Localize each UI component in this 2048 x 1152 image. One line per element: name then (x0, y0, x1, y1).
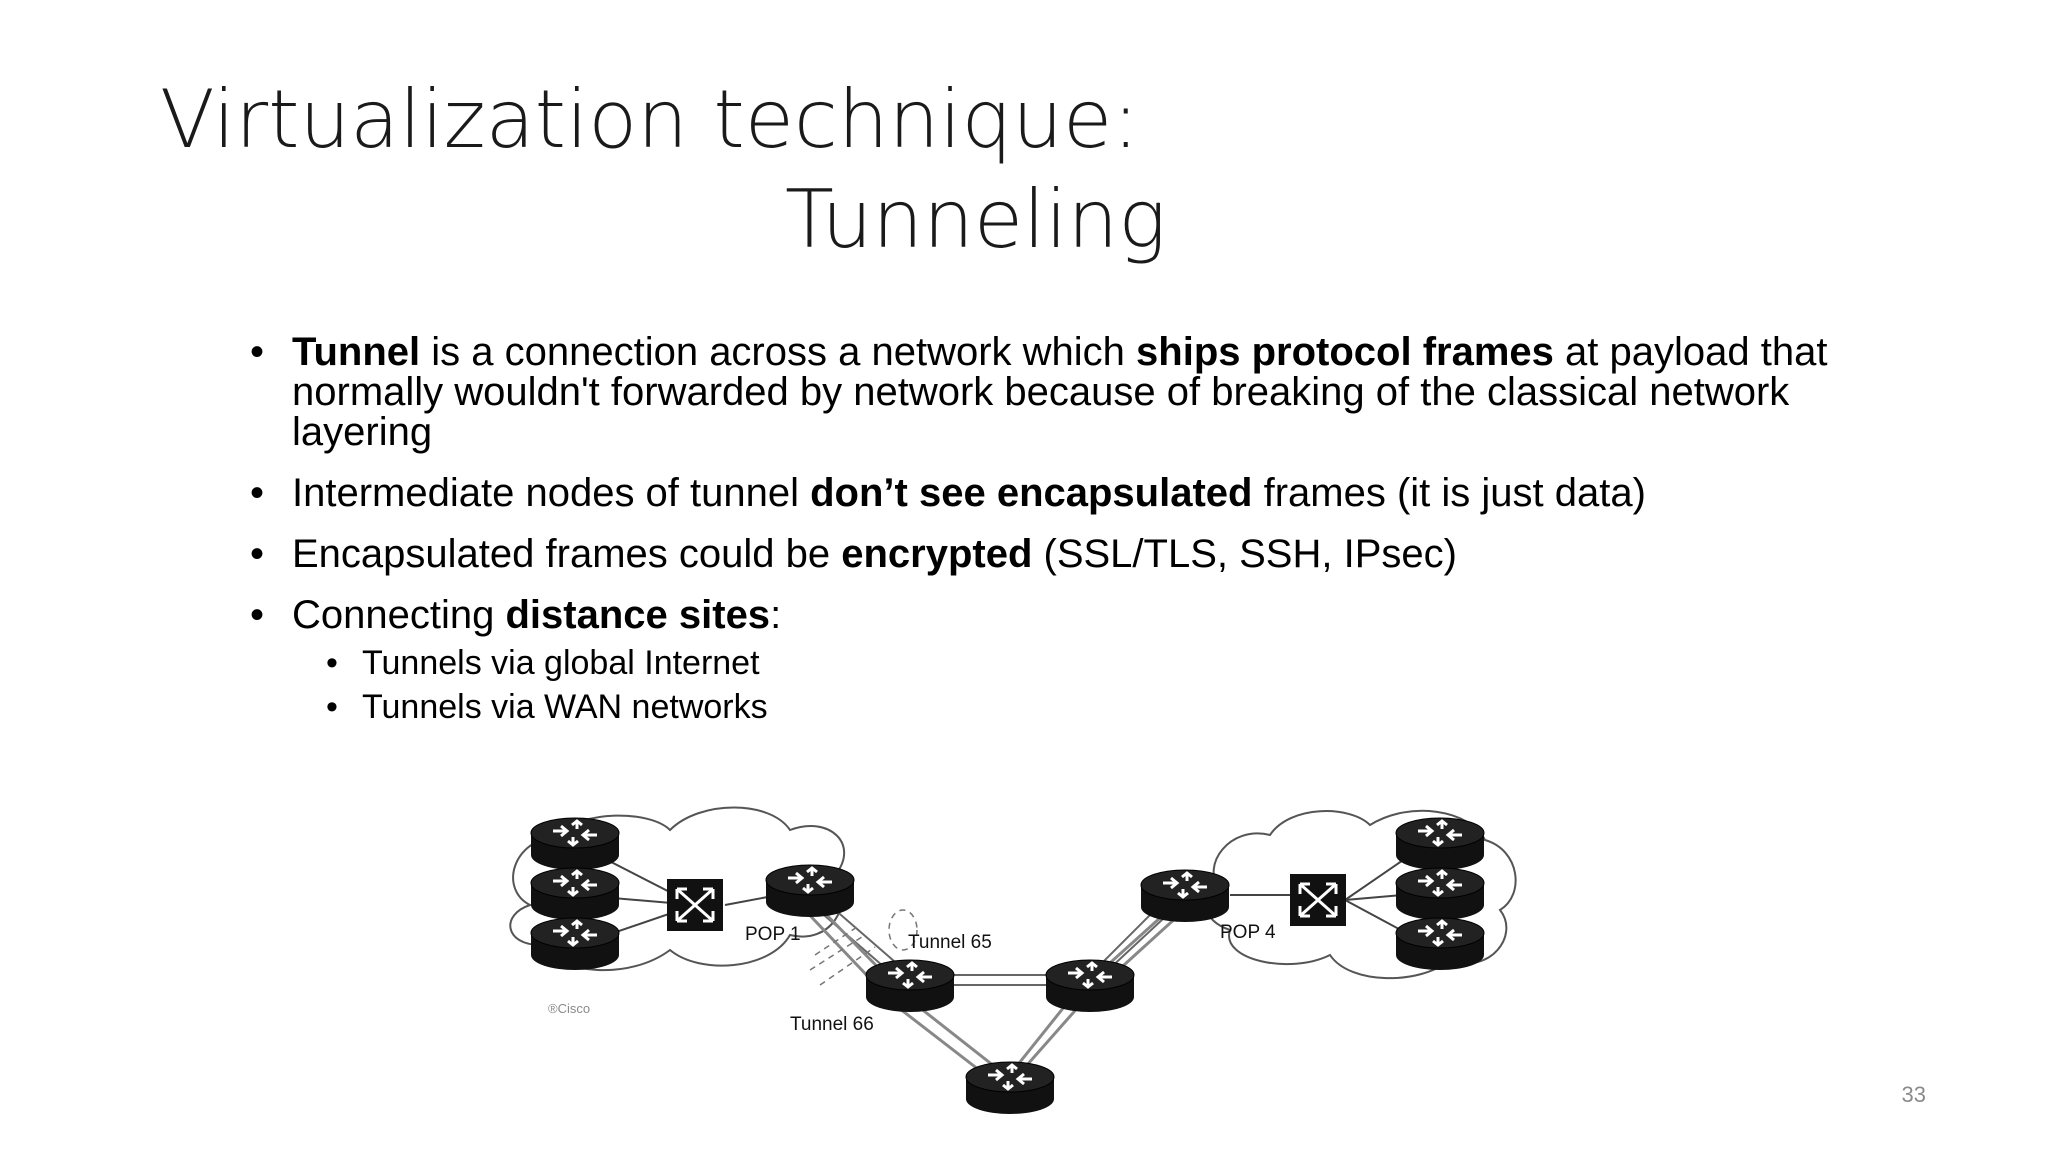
slide-title: Virtualization technique: Tunneling (160, 70, 1560, 270)
bold-term: Tunnel (292, 330, 421, 374)
bullet-text: frames (it is just data) (1252, 471, 1646, 515)
cisco-credit: ®Cisco (548, 1001, 590, 1016)
bullet-item: Intermediate nodes of tunnel don’t see e… (250, 473, 1870, 513)
router-icon (1394, 916, 1486, 972)
bullet-text: Encapsulated frames could be (292, 532, 842, 576)
router-icon (1139, 868, 1231, 924)
bold-term: encrypted (841, 532, 1033, 576)
bullet-text: (SSL/TLS, SSH, IPsec) (1032, 532, 1457, 576)
bullet-text: Intermediate nodes of tunnel (292, 471, 811, 515)
label-pop1: POP 1 (745, 924, 801, 945)
bold-term: ships protocol frames (1136, 330, 1554, 374)
bullet-list: Tunnel is a connection across a network … (250, 332, 1870, 750)
cloud-icon (1205, 809, 1517, 980)
bullet-text: at payload that normally wouldn't forwar… (292, 330, 1828, 454)
switch-icon (665, 877, 725, 933)
router-icon (864, 958, 956, 1014)
switch-icon (1288, 872, 1348, 928)
bold-term: don’t see encapsulated (810, 471, 1253, 515)
tunneling-diagram: POP 1 POP 4 Tunnel 65 Tunnel 66 ®Cisco (509, 806, 1517, 1116)
router-icon (529, 816, 621, 872)
title-line-1: Virtualization technique: (160, 73, 1140, 166)
sub-bullet-item: Tunnels via global Internet (326, 641, 1870, 685)
router-icon (1394, 866, 1486, 922)
router-icon (529, 866, 621, 922)
bullet-item: Connecting distance sites: Tunnels via g… (250, 595, 1870, 729)
router-icon (764, 863, 856, 919)
bullet-text: : (770, 593, 782, 637)
title-line-2: Tunneling (785, 173, 1167, 266)
bullet-item: Tunnel is a connection across a network … (250, 332, 1870, 452)
bullet-text: is a connection across a network which (420, 330, 1137, 374)
bullet-text: Connecting (292, 593, 506, 637)
router-icon (529, 916, 621, 972)
router-icon (964, 1060, 1056, 1116)
label-tunnel65: Tunnel 65 (908, 932, 992, 953)
router-icon (1044, 958, 1136, 1014)
label-pop4: POP 4 (1220, 922, 1276, 943)
page-number: 33 (1901, 1082, 1926, 1107)
bold-term: distance sites (505, 593, 771, 637)
bullet-item: Encapsulated frames could be encrypted (… (250, 534, 1870, 574)
label-tunnel66: Tunnel 66 (790, 1014, 874, 1035)
sub-bullet-item: Tunnels via WAN networks (326, 685, 1870, 729)
sub-bullet-list: Tunnels via global Internet Tunnels via … (292, 641, 1870, 729)
router-icon (1394, 816, 1486, 872)
